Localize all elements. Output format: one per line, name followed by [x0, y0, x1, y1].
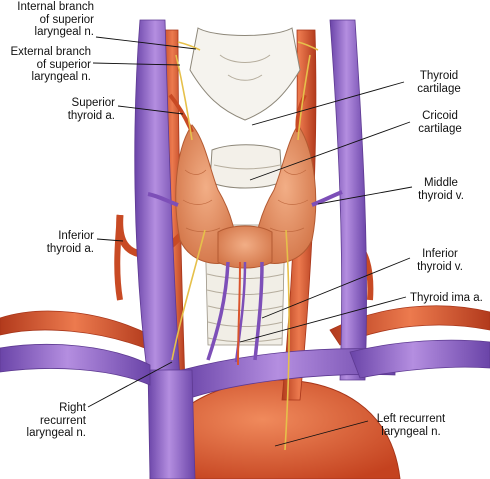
left-subclavian-artery: [329, 305, 490, 346]
label-left-recurrent: Left recurrent laryngeal n.: [376, 413, 446, 438]
right-subclavian-vein: [0, 343, 151, 386]
label-right-recurrent: Right recurrent laryngeal n.: [26, 402, 86, 439]
thyroid-gland: [175, 124, 317, 269]
leader-left-recurrent: [274, 420, 369, 447]
leader-superior-thyroid: [117, 105, 184, 115]
label-inferior-thyroid-a: Inferior thyroid a.: [46, 230, 94, 255]
right-recurrent-laryngeal-nerve: [171, 229, 206, 361]
right-inferior-thyroid-vein: [206, 261, 230, 361]
nerves: [171, 41, 319, 451]
cricoid-cartilage: [209, 144, 283, 189]
leader-thyroid-cartilage: [251, 81, 405, 126]
thyroid-isthmus: [217, 225, 273, 269]
right-subclavian-artery: [0, 310, 151, 351]
leader-right-recurrent: [87, 361, 173, 408]
label-middle-thyroid-v: Middle thyroid v.: [418, 177, 464, 202]
left-internal-jugular-vein: [329, 19, 367, 381]
leader-cricoid-cartilage: [249, 121, 411, 181]
internal-branch-superior-laryngeal-nerve: [177, 41, 201, 51]
leader-external-branch: [92, 62, 181, 66]
label-external-branch: External branch of superior laryngeal n.: [10, 46, 91, 83]
leader-middle-thyroid: [317, 186, 413, 205]
leader-lines: [87, 36, 413, 447]
leader-inferior-thyroid-a: [96, 238, 124, 242]
leader-thyroid-ima: [239, 296, 407, 343]
label-internal-branch: Internal branch of superior laryngeal n.: [17, 1, 94, 38]
leader-internal-branch: [95, 36, 197, 50]
middle-thyroid-vein: [311, 190, 343, 207]
thyroid-ima-artery: [237, 261, 241, 366]
inferior-thyroid-vein: [253, 261, 264, 361]
label-thyroid-ima: Thyroid ima a.: [410, 292, 483, 304]
right-middle-thyroid-vein: [147, 192, 179, 207]
label-cricoid-cartilage: Cricoid cartilage: [418, 110, 462, 135]
label-superior-thyroid: Superior thyroid a.: [67, 97, 115, 122]
leader-inferior-thyroid-v: [261, 257, 411, 319]
thyroid-cartilage: [189, 27, 301, 121]
superior-vena-cava: [147, 369, 196, 479]
label-thyroid-cartilage: Thyroid cartilage: [417, 70, 461, 95]
left-recurrent-laryngeal-nerve: [284, 229, 290, 451]
thyrocervical-trunk: [114, 214, 123, 301]
label-inferior-thyroid-v: Inferior thyroid v.: [417, 248, 463, 273]
left-subclavian-vein: [349, 339, 490, 379]
